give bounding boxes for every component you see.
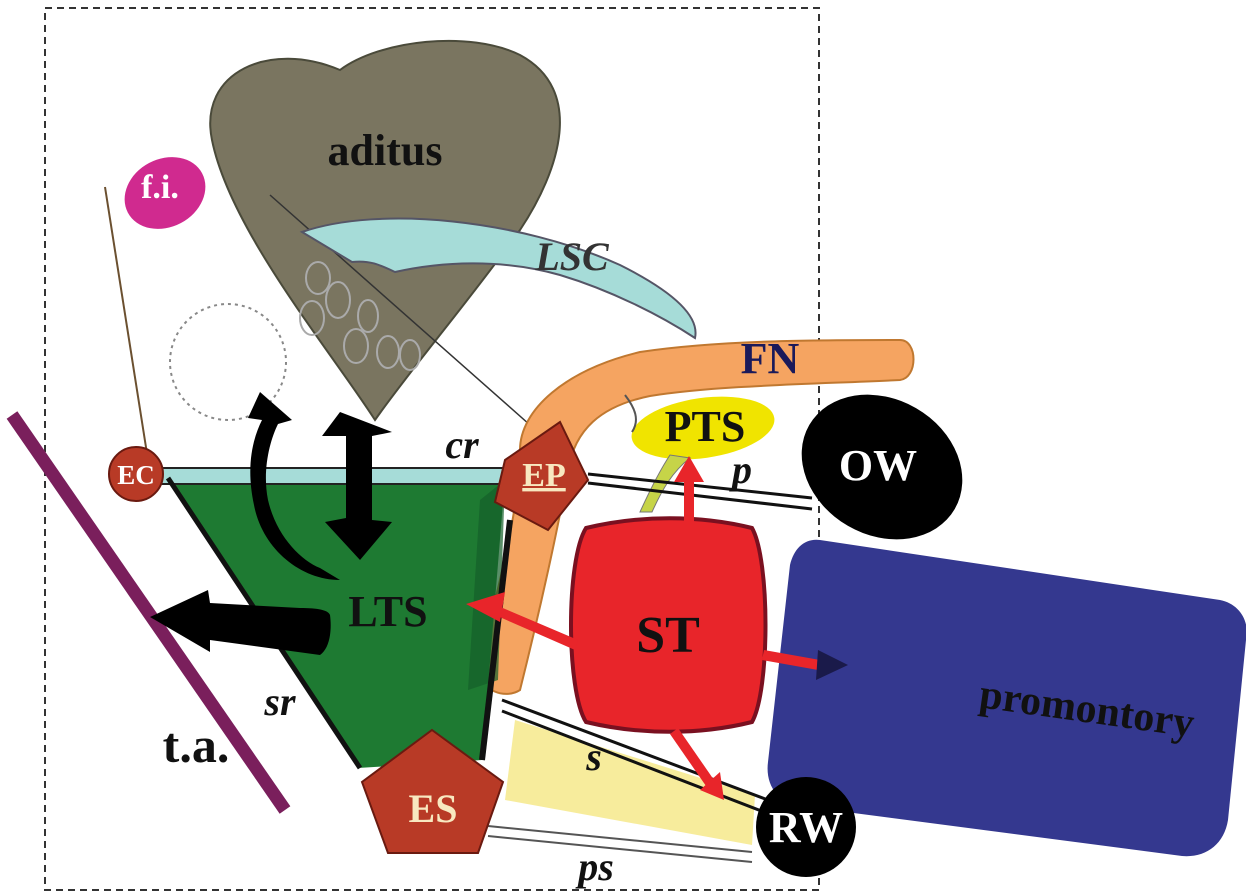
thin-line-left [104, 186, 149, 461]
dotted-ovals [299, 261, 421, 371]
promontory-shape [767, 539, 1246, 857]
ta-line [6, 411, 291, 814]
ta-label: t.a. [163, 717, 230, 773]
fn-label: FN [741, 334, 800, 383]
pts-ellipse [631, 396, 775, 460]
s-band [505, 720, 755, 845]
ec-node [108, 446, 164, 502]
black-arrows [150, 392, 392, 655]
st-arrows [466, 456, 820, 800]
cr-band [151, 467, 513, 485]
fi-ellipse [124, 157, 206, 229]
st-box [569, 516, 768, 734]
st-label: ST [636, 607, 700, 664]
cr-label: cr [445, 422, 479, 467]
ep-node [493, 420, 590, 532]
fr-dotted-circle [169, 303, 287, 421]
rw-label: RW [769, 803, 843, 852]
lts-label: LTS [348, 587, 427, 636]
p-label: p [729, 447, 752, 492]
lsc-canal [299, 217, 697, 340]
ep-label: EP [522, 457, 565, 494]
sr-label: sr [263, 679, 296, 724]
ps-label: ps [575, 844, 614, 889]
p-line-1 [587, 472, 813, 500]
lts-region [168, 478, 505, 768]
lsc-label: LSC [534, 234, 610, 279]
es-node [360, 728, 505, 854]
ow-ellipse [801, 394, 963, 540]
pts-label: PTS [665, 402, 746, 451]
pts-small-hook [624, 394, 637, 433]
p-line-2 [587, 481, 813, 511]
ps-line-2 [487, 835, 753, 863]
lts-right-edge [479, 519, 513, 761]
ow-label: OW [839, 441, 917, 490]
rw-node [756, 777, 856, 877]
aditus-label: aditus [328, 126, 443, 175]
es-label: ES [409, 786, 458, 831]
fi-label: f.i. [141, 169, 179, 206]
s-line-1 [501, 698, 769, 802]
promontory-arrowhead [816, 650, 848, 680]
s-label: s [585, 734, 602, 779]
ec-label: EC [117, 460, 155, 490]
ps-line-1 [487, 825, 753, 853]
